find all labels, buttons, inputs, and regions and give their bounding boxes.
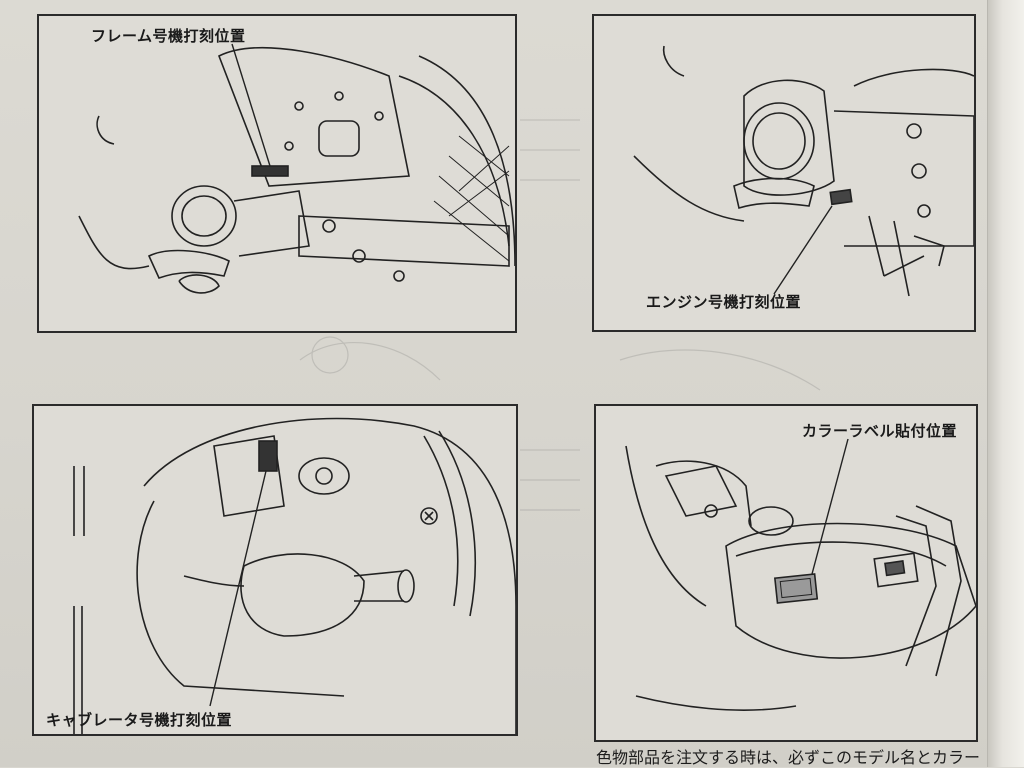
frame-number-label: フレーム号機打刻位置 xyxy=(91,27,246,45)
carburetor-number-label: キャブレータ号機打刻位置 xyxy=(46,711,233,729)
page-spine xyxy=(987,0,1024,767)
color-label-illustration xyxy=(625,438,976,711)
color-label-position-label: カラーラベル貼付位置 xyxy=(802,422,958,440)
carburetor-number-panel: キャブレータ号機打刻位置 xyxy=(32,404,518,736)
color-label-panel: カラーラベル貼付位置 xyxy=(594,404,978,742)
frame-illustration xyxy=(78,43,515,294)
engine-number-panel: エンジン号機打刻位置 xyxy=(592,14,976,332)
engine-number-label: エンジン号機打刻位置 xyxy=(646,293,802,311)
frame-number-panel: フレーム号機打刻位置 xyxy=(37,14,517,333)
carburetor-illustration xyxy=(73,417,516,734)
footer-caption: 色物部品を注文する時は、必ずこのモデル名とカラー xyxy=(596,748,981,767)
engine-illustration xyxy=(633,45,974,297)
